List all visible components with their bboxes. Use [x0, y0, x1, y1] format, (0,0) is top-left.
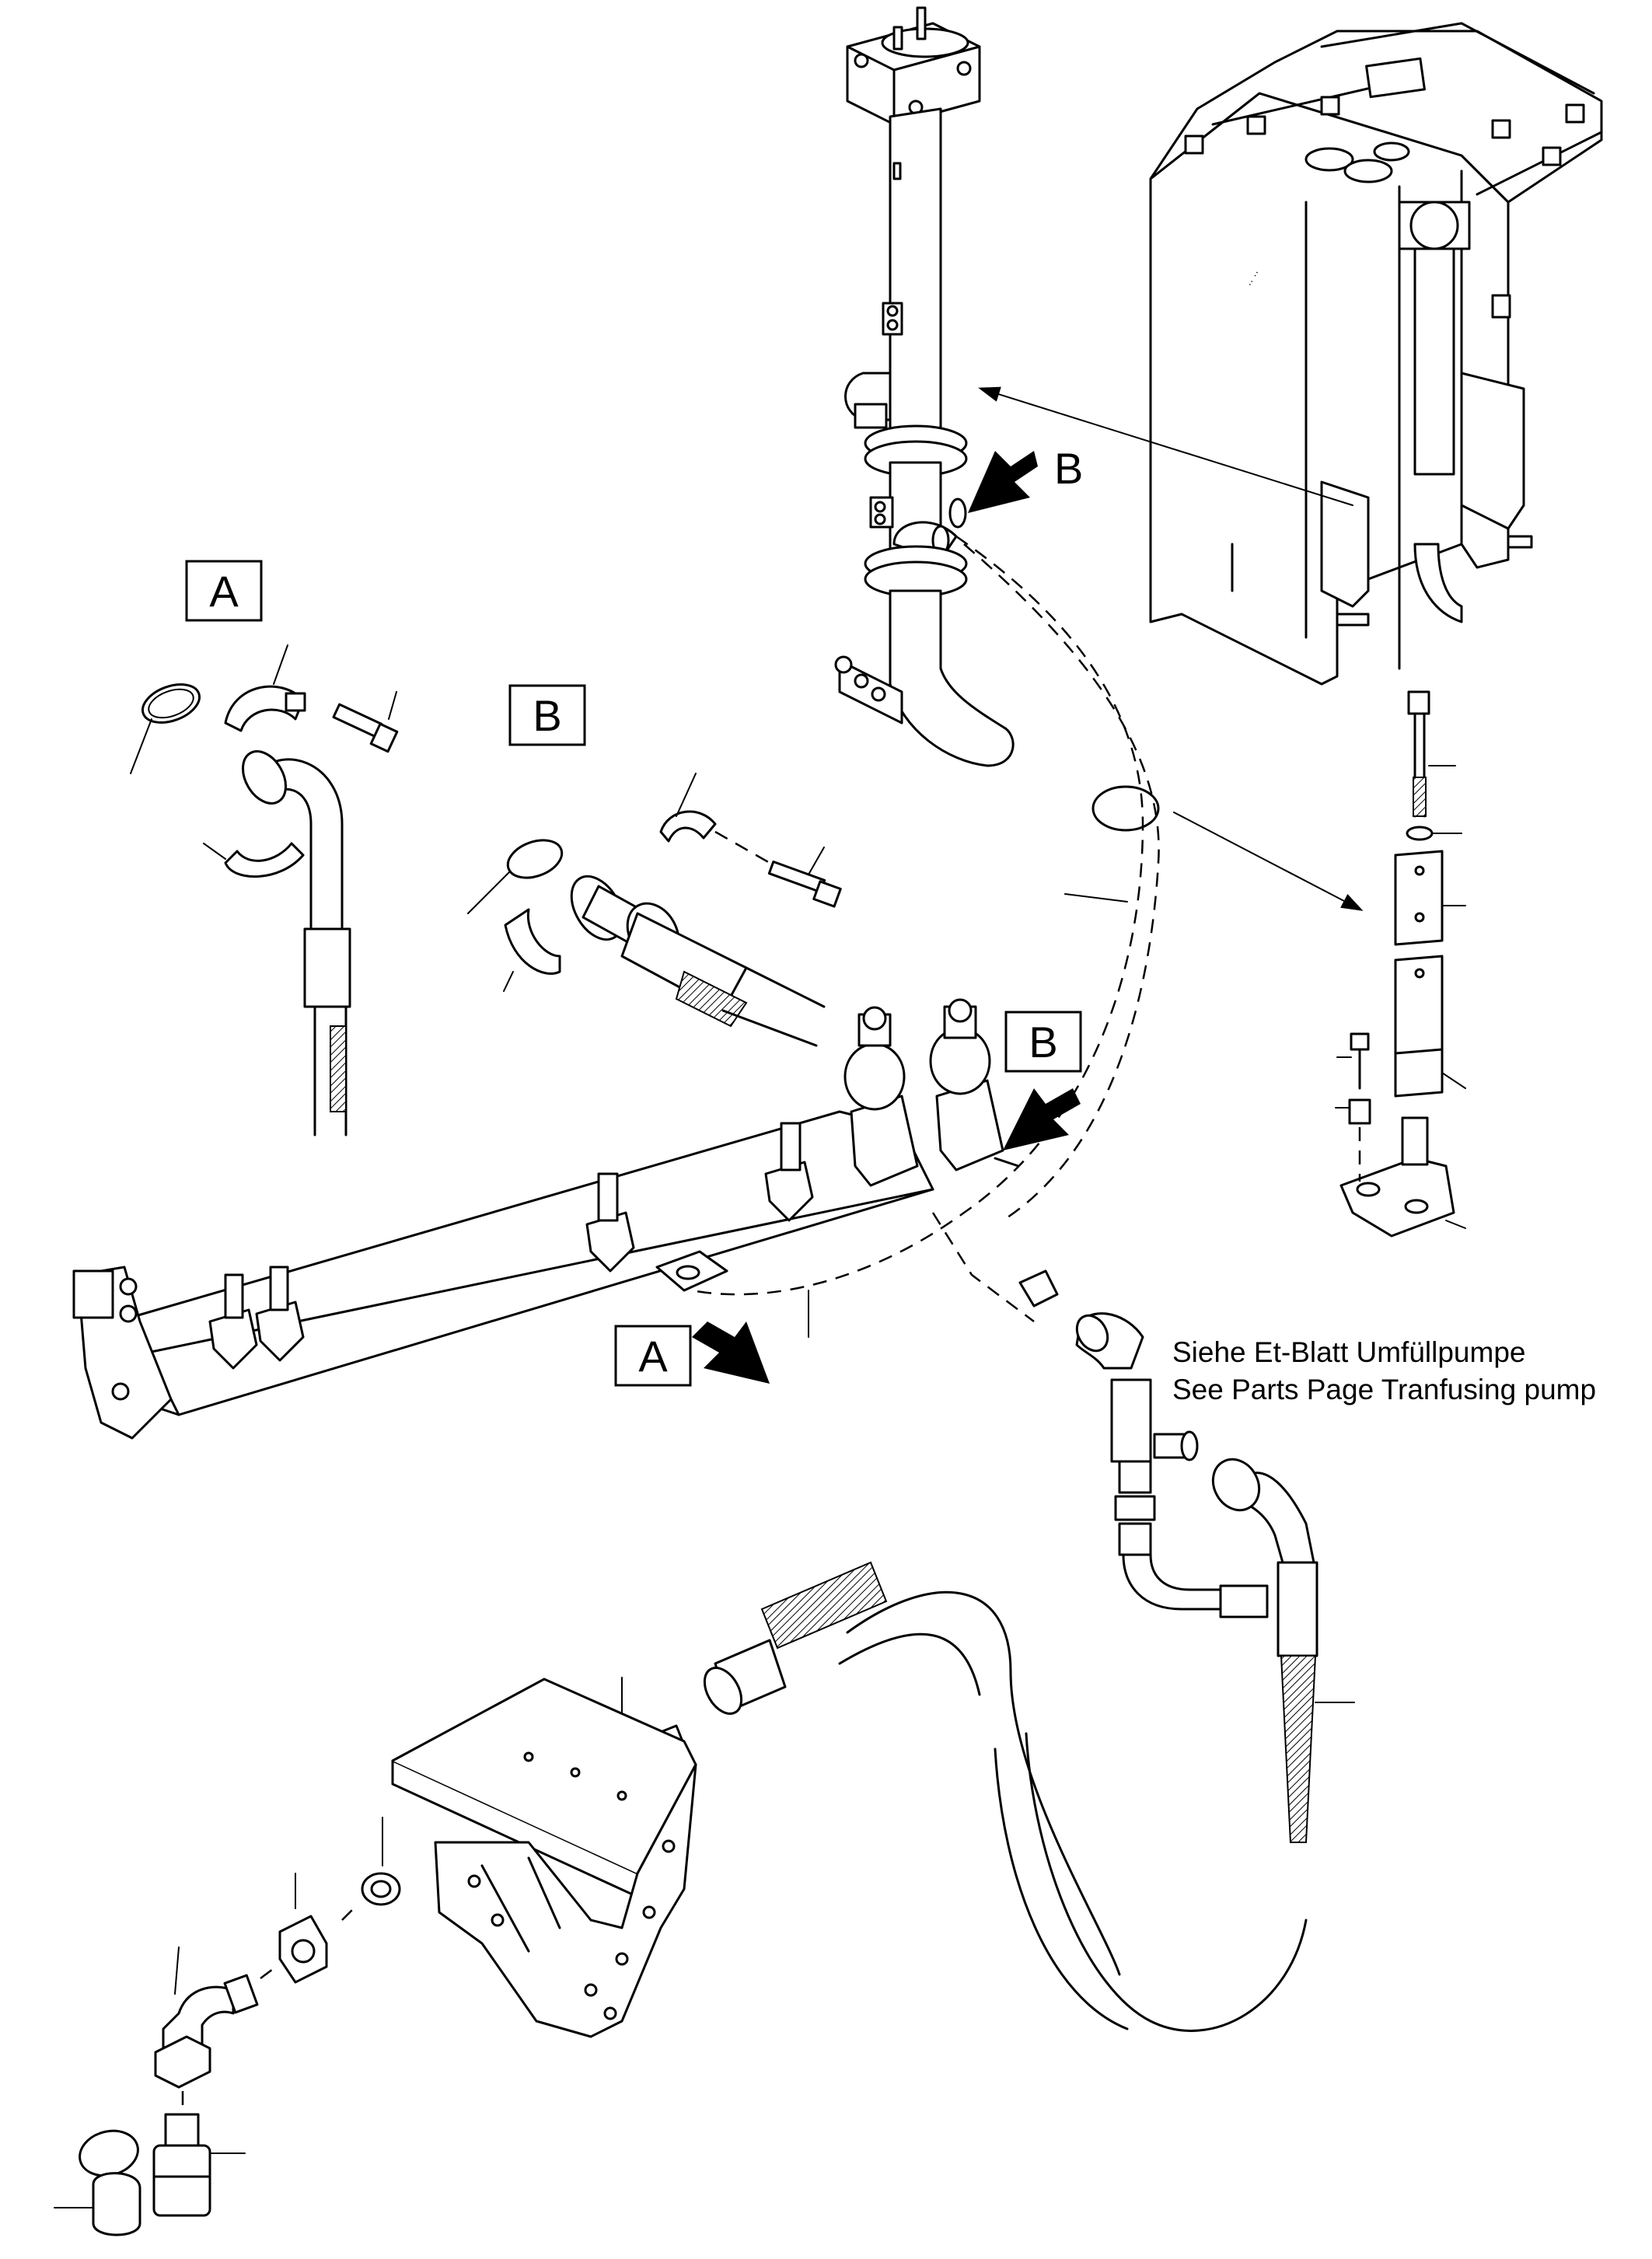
label-b-arrow: B [1054, 444, 1083, 493]
vertical-pipe-assembly [834, 6, 1015, 767]
transfer-pump-connection [1018, 1269, 1355, 1843]
pointer-arrow-b-mid [1003, 1088, 1081, 1150]
pointer-arrow-a-bottom [692, 1322, 770, 1384]
label-box-a-bottom: A [614, 1325, 692, 1387]
return-hose-loop [592, 1561, 1308, 2032]
label-box-a-top: A [185, 560, 263, 622]
valve-block-2 [929, 998, 1004, 1171]
label-a-top: A [209, 567, 239, 616]
bulkhead-bracket [391, 1678, 697, 2038]
hose-routing-dashed [691, 535, 1160, 1322]
manifold-fitting-1 [208, 1273, 258, 1370]
pointer-arrow-b-top [968, 451, 1038, 513]
detail-a-clamp-fitting [130, 644, 399, 1136]
reference-arrows [978, 386, 1364, 911]
manifold-fitting-3 [585, 1172, 635, 1273]
note-text-english: See Parts Page Tranfusing pump [1172, 1374, 1596, 1405]
label-box-b-top: B [508, 684, 586, 746]
manifold-fitting-2 [255, 1266, 305, 1362]
label-a-bottom: A [638, 1332, 668, 1381]
note-text-german: Siehe Et-Blatt Umfüllpumpe [1172, 1336, 1525, 1368]
bottom-fitting-stack [54, 1817, 401, 2236]
detail-b-clamp-fitting [467, 773, 842, 1047]
manifold-fitting-4 [764, 1122, 814, 1222]
machine-housing: ·· ·· [1149, 22, 1603, 686]
valve-block-1 [843, 1006, 919, 1187]
mounting-bracket-stack [1335, 690, 1466, 1238]
label-box-b-mid: B [1004, 1011, 1082, 1073]
label-b-mid: B [1029, 1018, 1057, 1067]
manifold-assembly [72, 893, 1128, 1440]
label-b-top: B [533, 691, 561, 740]
